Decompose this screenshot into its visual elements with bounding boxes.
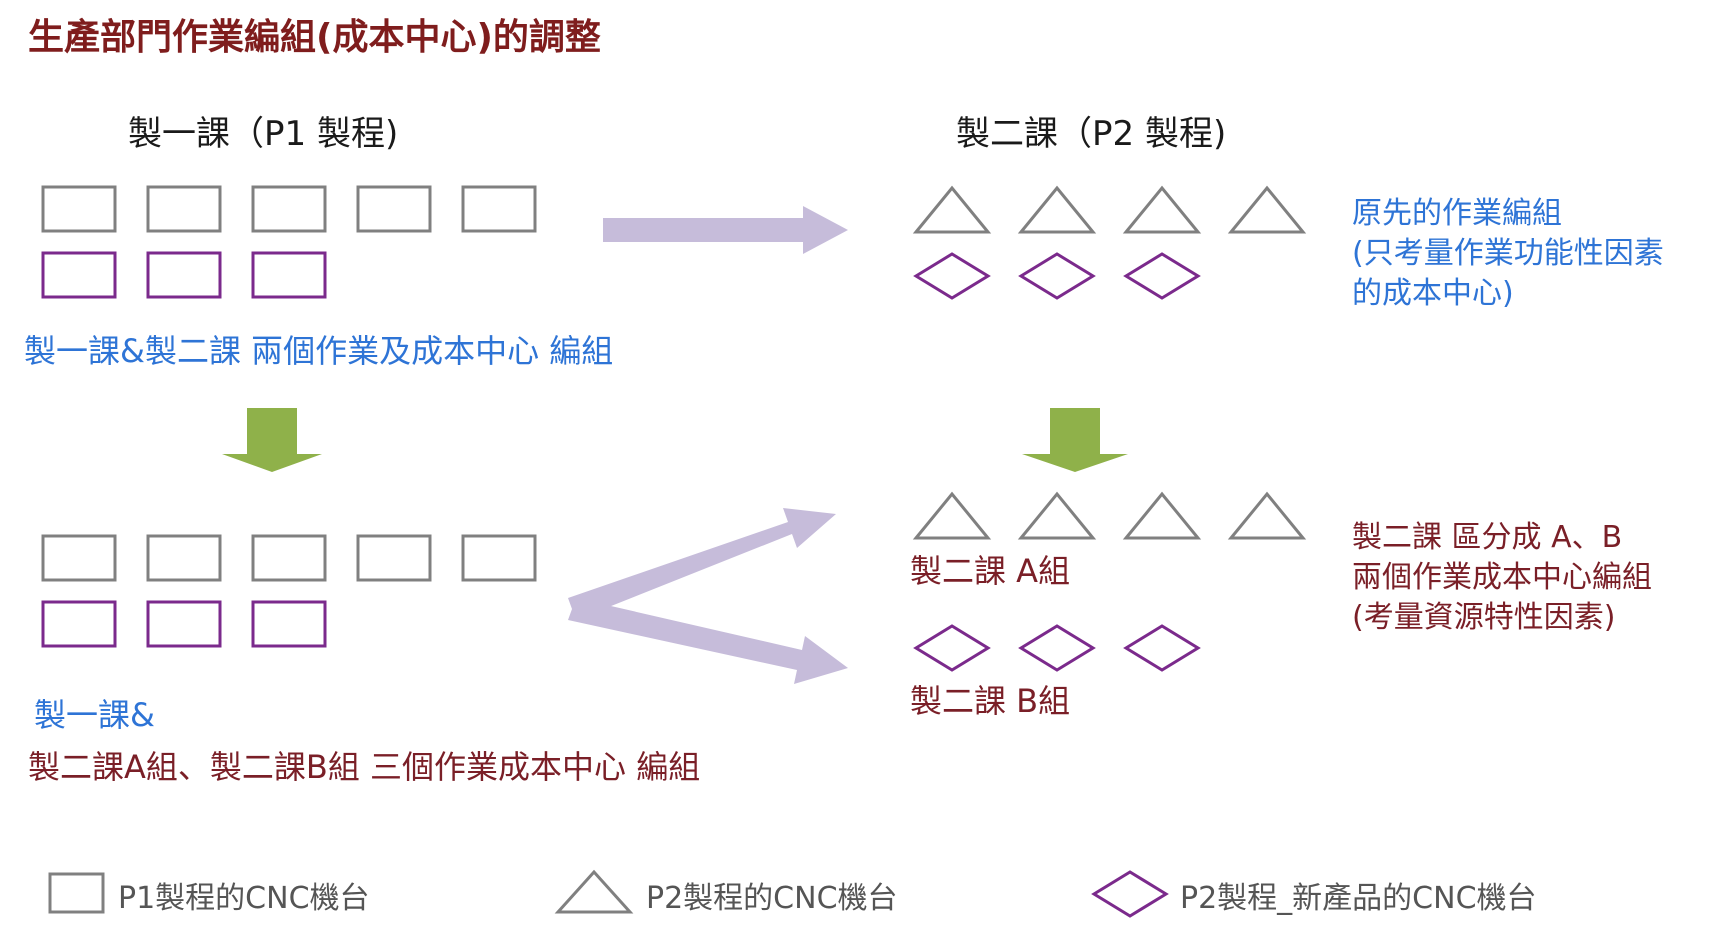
p2-new-machine-rect (146, 600, 222, 648)
p2-machine-triangle (1017, 491, 1097, 540)
p1-machine-rect (356, 185, 432, 233)
section-header-p2: 製二課（P2 製程) (956, 114, 1227, 154)
new-note-line-1: 製二課 區分成 A、B (1352, 520, 1623, 555)
p2-machine-triangle (1227, 491, 1307, 540)
p2-new-machine-rect (251, 251, 327, 299)
p2-machine-triangle (1017, 185, 1097, 234)
p2-machine-triangle (1122, 185, 1202, 234)
legend-rect-icon (48, 872, 105, 914)
p2-new-machine-diamond (1123, 624, 1201, 672)
bottom-caption-line-2: 製二課A組、製二課B組 三個作業成本中心 編組 (28, 748, 701, 786)
p1-machine-rect (461, 534, 537, 582)
legend-triangle-icon (554, 869, 634, 914)
p2-new-machine-rect (41, 251, 117, 299)
p2-new-machine-diamond (1018, 252, 1096, 300)
p1-machine-rect (356, 534, 432, 582)
p1-machine-rect (146, 534, 222, 582)
group-a-label: 製二課 A組 (910, 552, 1071, 590)
legend-label-p2-new: P2製程_新產品的CNC機台 (1180, 881, 1537, 916)
original-note-line-1: 原先的作業編組 (1352, 196, 1562, 231)
legend-label-p1: P1製程的CNC機台 (118, 881, 370, 916)
p2-new-machine-rect (251, 600, 327, 648)
p2-machine-triangle (1122, 491, 1202, 540)
bottom-caption-line-1: 製一課& (34, 696, 155, 734)
p1-machine-rect (41, 534, 117, 582)
p2-new-machine-diamond (913, 624, 991, 672)
original-note-line-3: 的成本中心) (1352, 276, 1514, 311)
p2-new-machine-diamond (1123, 252, 1201, 300)
new-note-line-3: (考量資源特性因素) (1352, 600, 1616, 635)
section-header-p1: 製一課（P1 製程) (128, 114, 399, 154)
page-title: 生產部門作業編組(成本中心)的調整 (28, 17, 601, 58)
p1-machine-rect (41, 185, 117, 233)
p2-new-machine-diamond (913, 252, 991, 300)
group-b-label: 製二課 B組 (910, 682, 1071, 720)
new-note-line-2: 兩個作業成本中心編組 (1352, 560, 1652, 595)
p1-machine-rect (251, 185, 327, 233)
legend-diamond-icon (1091, 870, 1169, 918)
p2-machine-triangle (1227, 185, 1307, 234)
top-caption: 製一課&製二課 兩個作業及成本中心 編組 (24, 332, 614, 370)
down-arrow-right (1022, 408, 1128, 472)
down-arrow-left (222, 408, 322, 472)
p2-machine-triangle (912, 491, 992, 540)
p2-new-machine-diamond (1018, 624, 1096, 672)
p1-machine-rect (146, 185, 222, 233)
p2-new-machine-rect (41, 600, 117, 648)
p2-new-machine-rect (146, 251, 222, 299)
p1-machine-rect (251, 534, 327, 582)
arrow-right (603, 206, 848, 254)
p1-machine-rect (461, 185, 537, 233)
split-arrow-up (568, 508, 836, 620)
original-note-line-2: (只考量作業功能性因素 (1352, 236, 1664, 271)
p2-machine-triangle (912, 185, 992, 234)
legend-label-p2: P2製程的CNC機台 (646, 881, 898, 916)
split-arrow-down (568, 598, 848, 684)
